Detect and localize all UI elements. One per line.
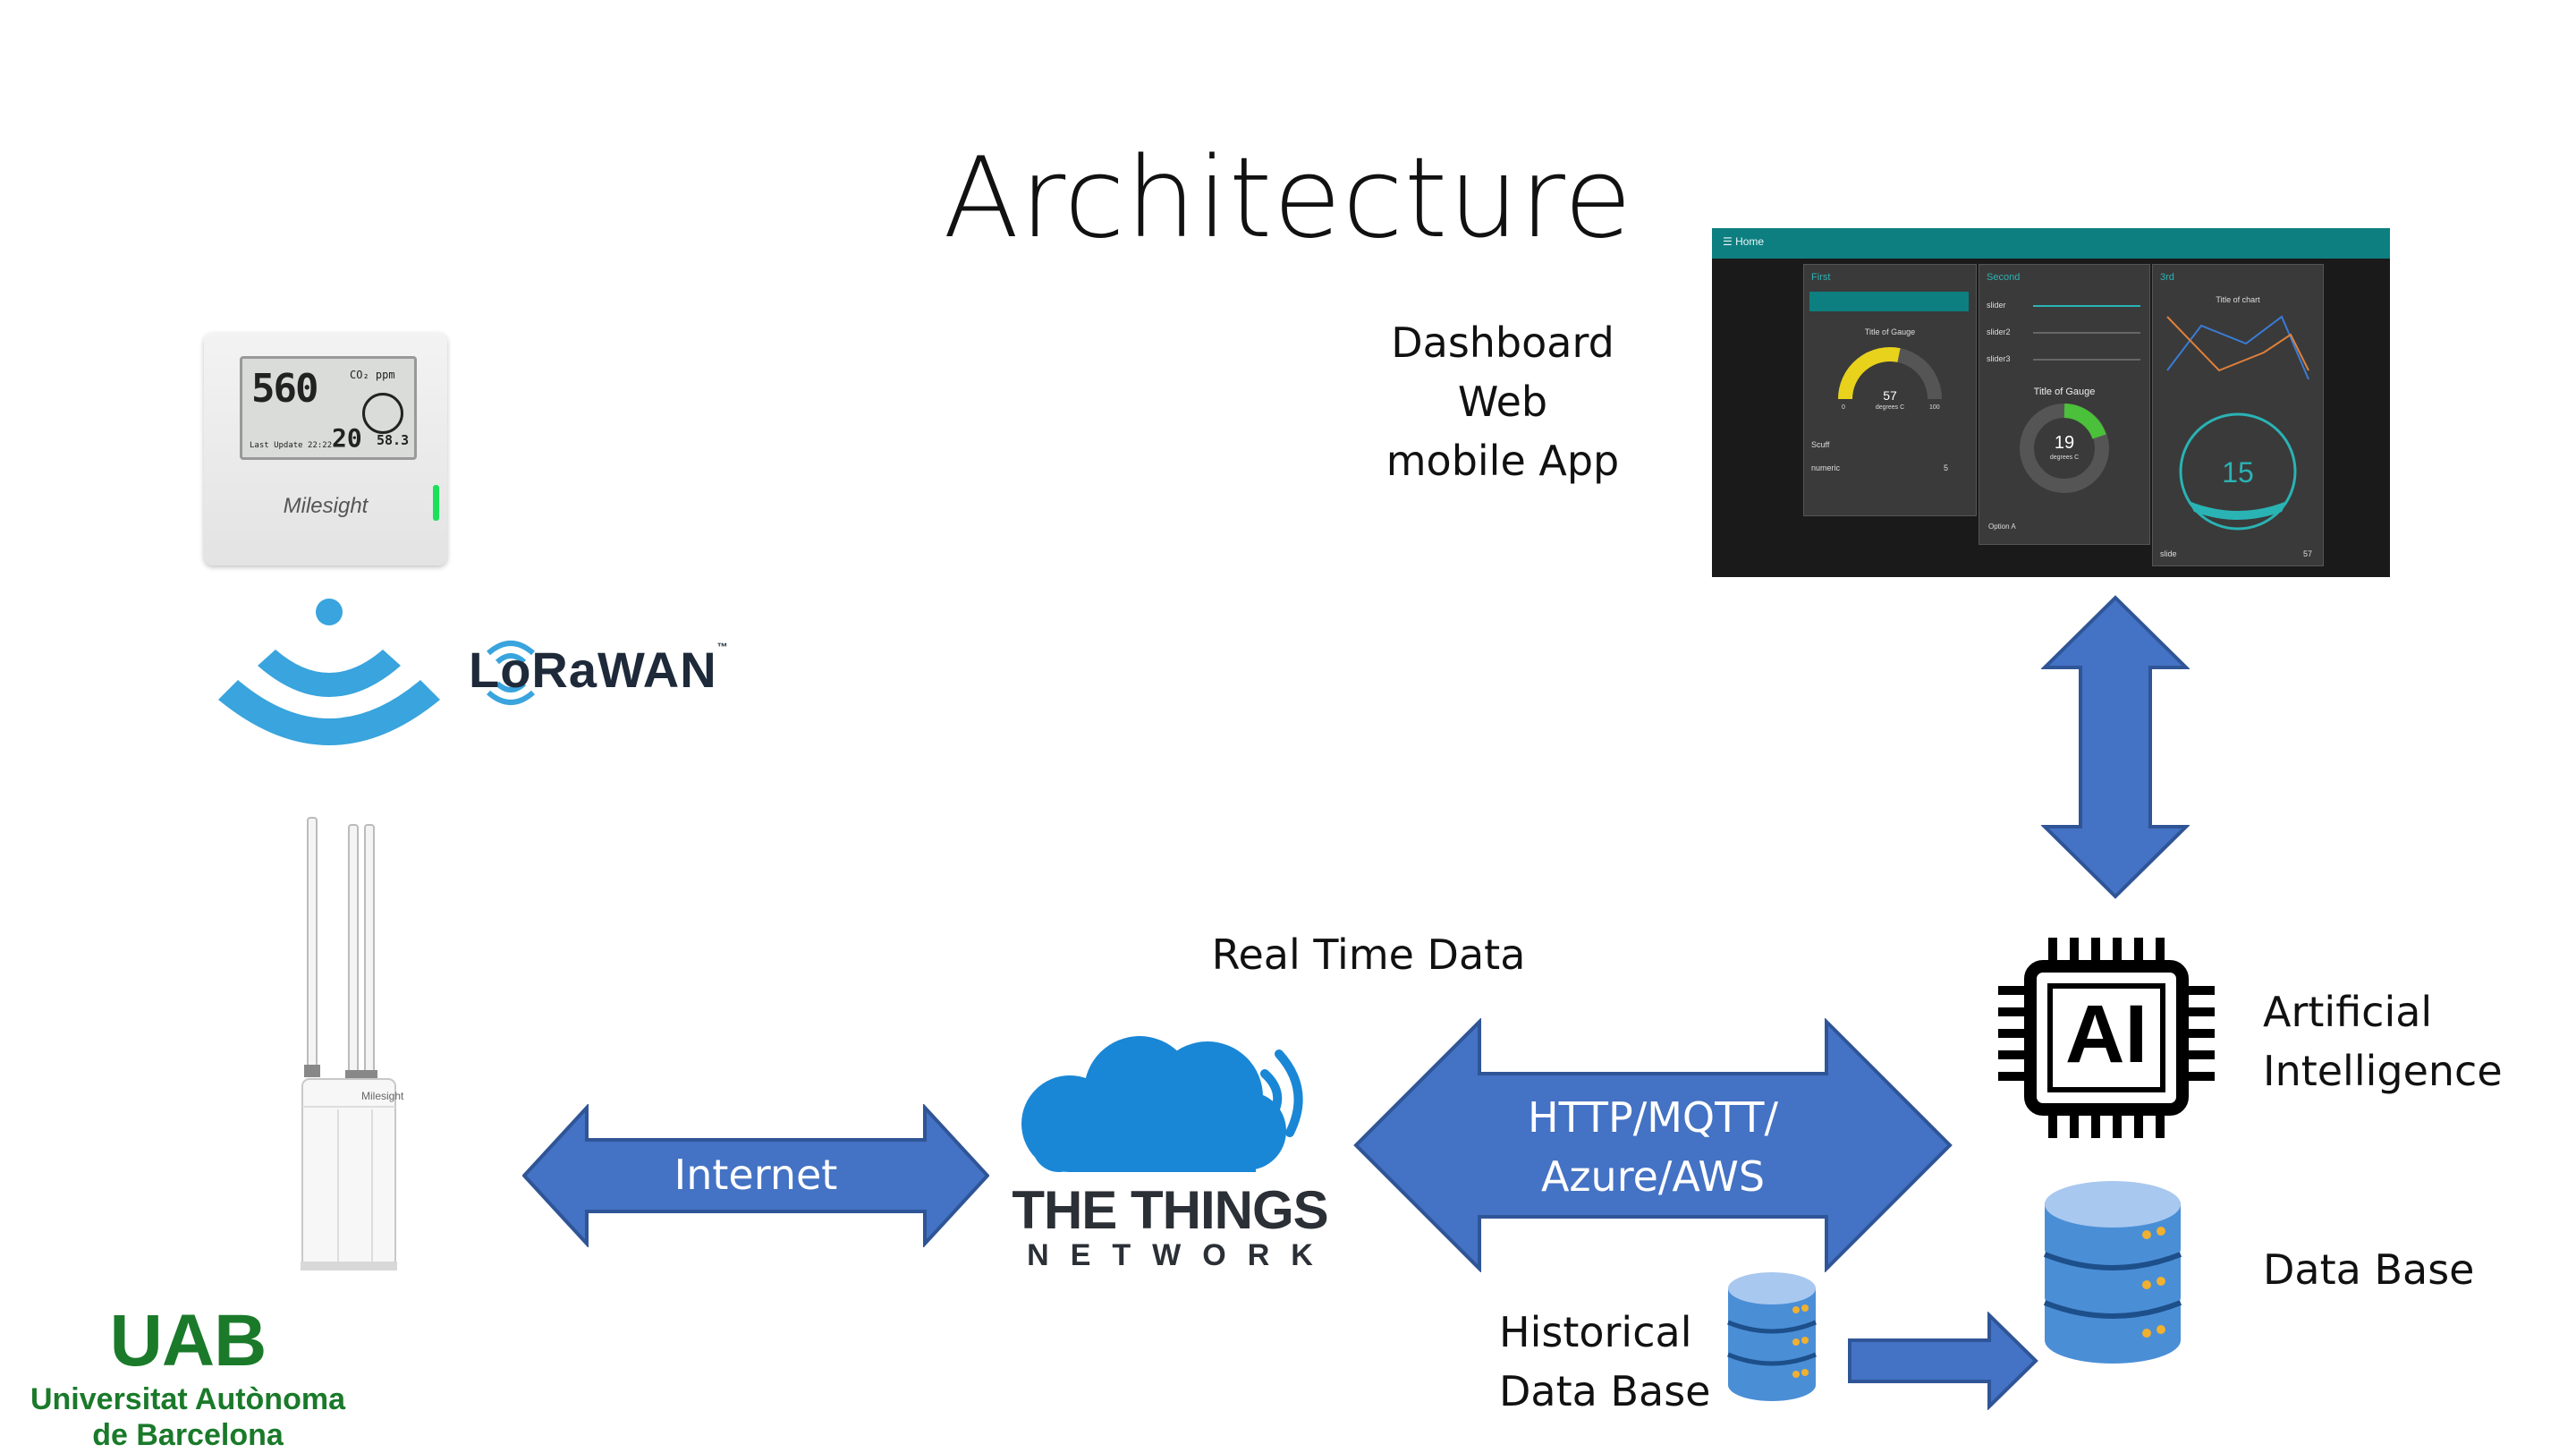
database-icon xyxy=(2043,1181,2182,1364)
lorawan-logo: LoRaWAN™ xyxy=(469,641,729,699)
gauge-value: 19 xyxy=(2054,433,2075,453)
internet-double-arrow xyxy=(522,1104,989,1247)
slider-3-track xyxy=(2033,359,2140,361)
big-value: 15 xyxy=(2222,456,2254,489)
ai-label: Artificial Intelligence xyxy=(2263,982,2503,1100)
ttn-logo-line1: THE THINGS xyxy=(1012,1180,1328,1240)
historical-label-line2: Data Base xyxy=(1499,1367,1711,1415)
dashboard-label-line3: mobile App xyxy=(1385,437,1620,485)
lorawan-gateway-device xyxy=(301,817,397,1270)
uab-logo-name: Universitat Autònoma de Barcelona xyxy=(0,1381,376,1453)
slider-3-label: slider3 xyxy=(1987,354,2011,363)
slider-value: 57 xyxy=(2303,549,2313,558)
gauge-title: Title of Gauge xyxy=(1864,327,1916,336)
uab-logo-acronym: UAB xyxy=(109,1300,267,1381)
database-label: Data Base xyxy=(2263,1245,2475,1294)
sensor-last-update: Last Update 22:22 xyxy=(250,441,333,450)
historical-database-label: Historical Data Base xyxy=(1499,1303,1710,1421)
panel-button-row xyxy=(1809,292,1969,311)
dashboard-panel-third: 3rd Title of chart 15 slide 57 xyxy=(2152,264,2324,566)
historical-label-line1: Historical xyxy=(1499,1308,1692,1356)
internet-label: Internet xyxy=(674,1151,838,1199)
protocols-label: HTTP/MQTT/ Azure/AWS xyxy=(1352,1088,1953,1206)
sensor-status-led xyxy=(433,485,439,521)
sensor-brand: Milesight xyxy=(283,494,369,518)
gauge-third xyxy=(2179,412,2297,531)
lorawan-signal-icon xyxy=(487,641,535,705)
co2-sensor-device: 560 CO₂ ppm 20 58.3 Last Update 22:22 Mi… xyxy=(204,333,447,565)
slider-2-label: slider2 xyxy=(1987,327,2011,336)
gauge-value: 57 xyxy=(1883,388,1897,403)
historical-database-icon xyxy=(1727,1272,1817,1401)
sensor-screen: 560 CO₂ ppm 20 58.3 Last Update 22:22 xyxy=(240,356,417,460)
lorawan-logo-text: LoRaWAN xyxy=(469,642,717,698)
gauge-min: 0 xyxy=(1842,404,1845,411)
uab-name-line2: de Barcelona xyxy=(92,1418,284,1452)
dashboard-label-line2: Web xyxy=(1457,378,1548,426)
smiley-face-icon xyxy=(362,393,403,434)
slider-1-label: slider xyxy=(1987,301,2006,310)
dashboard-label-line1: Dashboard xyxy=(1391,319,1614,367)
mini-line-chart xyxy=(2166,315,2309,380)
protocols-line1: HTTP/MQTT/ xyxy=(1528,1093,1778,1142)
cloud-icon xyxy=(1021,1036,1303,1172)
dashboard-header: ☰ Home xyxy=(1712,228,2390,259)
gauge-max: 100 xyxy=(1929,404,1940,411)
dashboard-label: Dashboard Web mobile App xyxy=(1360,313,1646,490)
gateway-brand: Milesight xyxy=(361,1090,404,1102)
panel-title: First xyxy=(1811,272,1831,283)
ai-label-line2: Intelligence xyxy=(2263,1047,2503,1095)
panel-title: Second xyxy=(1987,272,2021,283)
sensor-co2-unit: CO₂ ppm xyxy=(350,369,395,381)
sensor-temperature: 20 xyxy=(332,423,362,453)
ai-chip-icon xyxy=(1998,938,2215,1138)
gauge-unit: degrees C xyxy=(2049,455,2080,461)
dashboard-home-label: ☰ Home xyxy=(1723,235,1765,248)
sensor-co2-value: 560 xyxy=(251,366,318,412)
protocols-line2: Azure/AWS xyxy=(1540,1152,1766,1201)
vertical-double-arrow xyxy=(2041,595,2190,899)
gauge-title: Title of Gauge xyxy=(2033,387,2096,397)
gauge-unit: degrees C xyxy=(1875,404,1905,411)
dashboard-home-text: Home xyxy=(1735,235,1765,248)
panel-text-2: numeric xyxy=(1811,463,1841,472)
gauge-first xyxy=(1838,347,1942,400)
dashboard-screenshot: ☰ Home First Title of Gauge 57 degrees C… xyxy=(1712,228,2390,577)
slider-2-track xyxy=(2033,332,2140,334)
chart-title: Title of chart xyxy=(2216,295,2260,304)
slider-1-track xyxy=(2033,305,2140,307)
historical-transfer-arrow xyxy=(1848,1312,2038,1410)
uab-name-line1: Universitat Autònoma xyxy=(30,1382,345,1416)
gauge-second xyxy=(2020,404,2109,493)
real-time-data-label: Real Time Data xyxy=(1211,930,1526,979)
slider-label: slide xyxy=(2160,549,2177,558)
page-title: Architecture xyxy=(943,134,1633,263)
protocols-double-arrow xyxy=(1353,1018,1953,1272)
panel-title: 3rd xyxy=(2160,272,2174,283)
numeric-value: 5 xyxy=(1944,463,1949,472)
ai-label-line1: Artificial xyxy=(2263,988,2433,1036)
lorawan-trademark: ™ xyxy=(716,641,729,653)
wireless-signal-icon xyxy=(218,599,440,745)
dashboard-panel-second: Second slider slider2 slider3 Title of G… xyxy=(1979,264,2150,545)
ai-chip-text: AI xyxy=(2065,989,2148,1080)
ttn-logo-line2: NETWORK xyxy=(1027,1238,1335,1272)
panel-text-1: Scuff xyxy=(1811,440,1830,449)
sensor-humidity: 58.3 xyxy=(377,432,410,448)
dropdown-value[interactable]: Option A xyxy=(1988,523,2016,531)
dashboard-panel-first: First Title of Gauge 57 degrees C 0 100 … xyxy=(1803,264,1977,516)
